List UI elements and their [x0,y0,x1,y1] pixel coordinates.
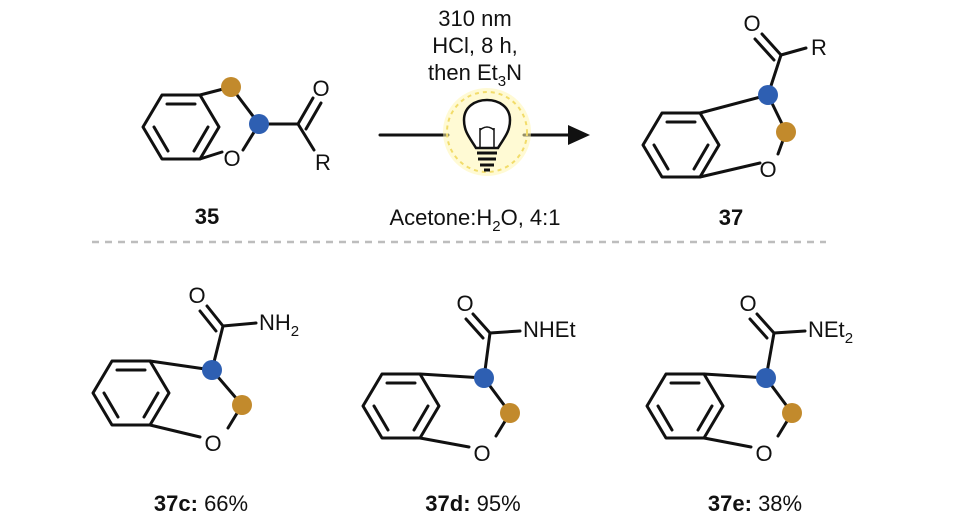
arrow-head [568,125,590,145]
ring-oxygen: O [755,441,772,466]
r-group: R [315,150,331,175]
carbonyl-oxygen: O [743,11,760,36]
migrating-carbon-marker [249,114,269,134]
amine-group: NHEt [523,317,576,342]
example-37c-result: 37c: 66% [154,491,248,516]
condition-acid: HCl, 8 h, [432,33,518,58]
example-37e-structure: O O NEt2 [645,291,853,466]
ring-oxygen: O [223,146,240,171]
condition-wavelength: 310 nm [438,6,511,31]
ring-carbon-marker [776,122,796,142]
ring-carbon-marker [500,403,520,423]
benzene-ring [361,372,441,440]
benzene-ring [141,93,221,161]
example-37d-result: 37d: 95% [425,491,520,516]
amine-group: NEt2 [808,317,853,347]
carbonyl-oxygen: O [456,291,473,316]
solvent-condition: Acetone:H2O, 4:1 [390,205,561,235]
ring-carbon-marker [232,395,252,415]
example-37c-structure: O O NH2 [91,283,299,456]
example-37d-structure: O O NHEt [361,291,576,466]
amine-group: NH2 [259,310,299,340]
condition-base: then Et3N [428,60,522,90]
ring-oxygen: O [759,157,776,182]
compound-label-37: 37 [719,205,743,230]
example-37e-result: 37e: 38% [708,491,802,516]
benzene-ring [641,111,721,179]
ring-carbon-marker [221,77,241,97]
light-bulb-icon [443,88,531,176]
carbonyl-oxygen: O [312,76,329,101]
migrating-carbon-marker [202,360,222,380]
carbonyl-oxygen: O [188,283,205,308]
compound-label-35: 35 [195,204,219,229]
ring-oxygen: O [204,431,221,456]
product-37-structure: O O R [641,11,827,182]
benzene-ring [645,372,725,440]
benzene-ring [91,359,171,427]
carbonyl-oxygen: O [739,291,756,316]
ring-carbon-marker [782,403,802,423]
migrating-carbon-marker [474,368,494,388]
r-group: R [811,35,827,60]
migrating-carbon-marker [756,368,776,388]
ring-oxygen: O [473,441,490,466]
migrating-carbon-marker [758,85,778,105]
reactant-35-structure: O O R [141,76,331,175]
